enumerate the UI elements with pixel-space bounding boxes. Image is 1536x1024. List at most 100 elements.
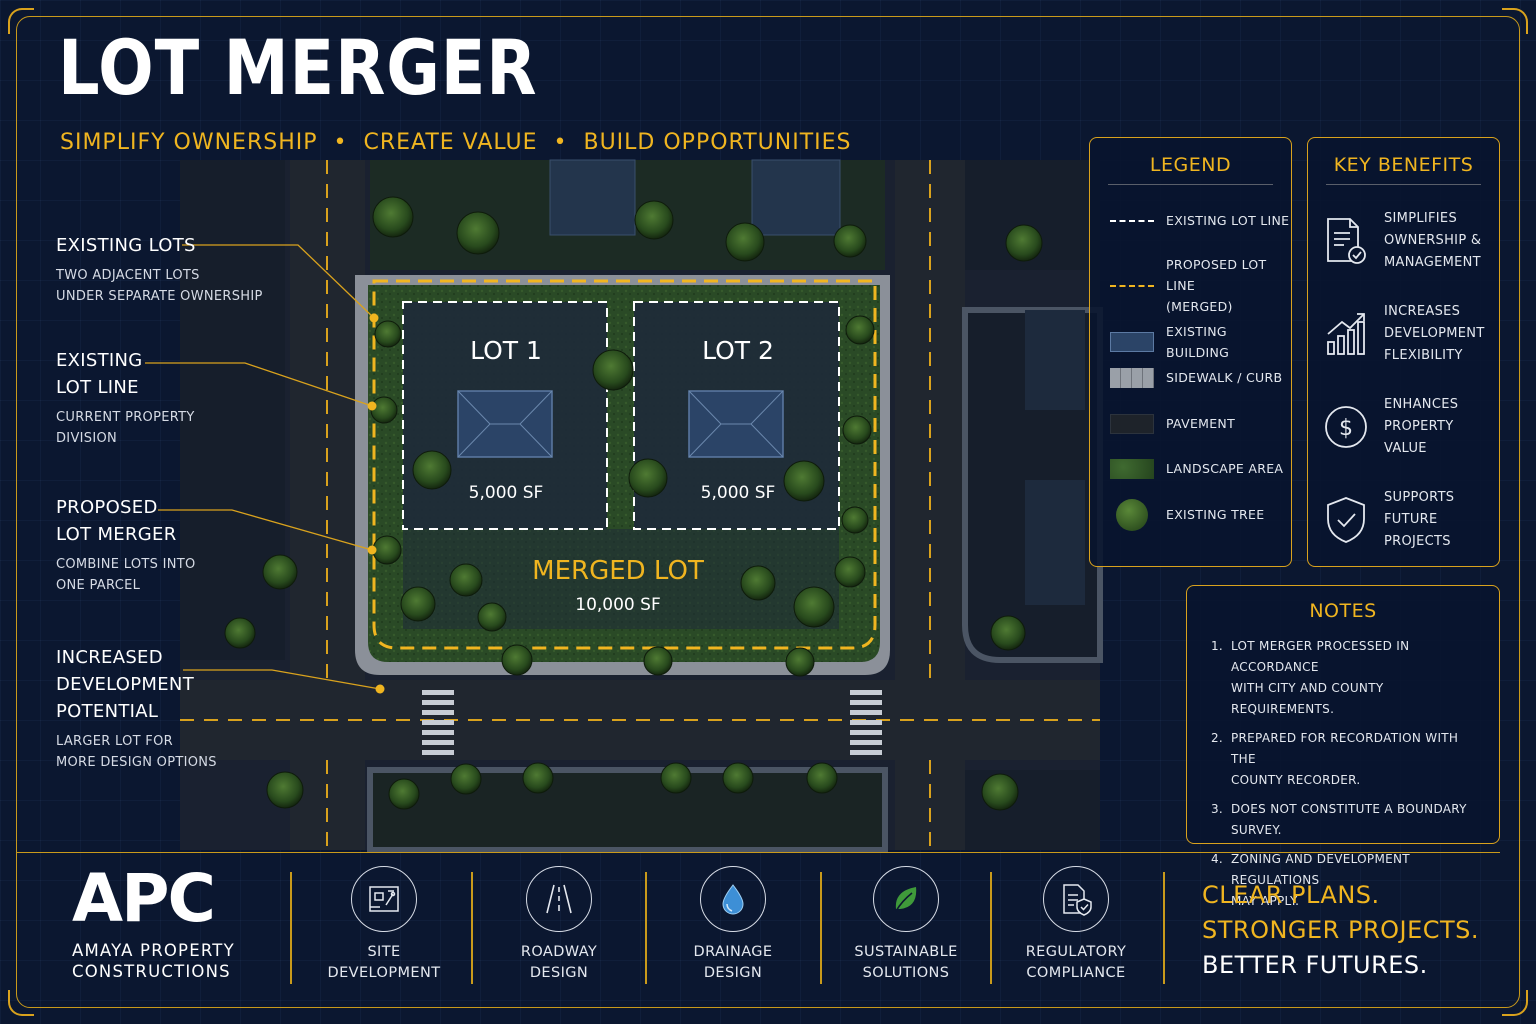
sidewalk-swatch bbox=[1110, 367, 1154, 388]
note-text-line: LOT MERGER PROCESSED IN ACCORDANCE bbox=[1231, 639, 1410, 674]
service-label-line: DRAINAGE bbox=[693, 944, 773, 960]
note-text-line: ZONING AND DEVELOPMENT REGULATIONS bbox=[1231, 852, 1410, 887]
tree-icon bbox=[1110, 498, 1154, 531]
shield-check-icon bbox=[1327, 497, 1365, 543]
legend-label: EXISTING TREE bbox=[1166, 507, 1265, 522]
callout-title: EXISTING LOT LINE bbox=[56, 347, 195, 401]
water-drop-icon bbox=[700, 866, 766, 932]
callout-description: TWO ADJACENT LOTS UNDER SEPARATE OWNERSH… bbox=[56, 265, 263, 307]
service-label: DRAINAGE DESIGN bbox=[658, 942, 808, 984]
logo-name-line: AMAYA PROPERTY bbox=[72, 941, 235, 960]
benefit-item: $ ENHANCES PROPERTY VALUE bbox=[1324, 394, 1458, 460]
legend-item-landscape: LANDSCAPE AREA bbox=[1110, 458, 1283, 479]
benefit-label-line: DEVELOPMENT bbox=[1384, 326, 1485, 341]
road-icon bbox=[526, 866, 592, 932]
callout-description: COMBINE LOTS INTO ONE PARCEL bbox=[56, 554, 196, 596]
legend-item-existing-building: EXISTING BUILDING bbox=[1110, 321, 1291, 363]
benefit-label-line: FLEXIBILITY bbox=[1384, 348, 1463, 363]
callout-description: CURRENT PROPERTY DIVISION bbox=[56, 407, 195, 449]
notes-panel: NOTES 1. LOT MERGER PROCESSED IN ACCORDA… bbox=[1186, 585, 1500, 908]
callout-description-line: CURRENT PROPERTY bbox=[56, 410, 195, 425]
note-text-line: COUNTY RECORDER. bbox=[1231, 773, 1361, 787]
note-number: 3. bbox=[1211, 802, 1224, 816]
callout-title: INCREASED DEVELOPMENT POTENTIAL bbox=[56, 644, 217, 725]
landscape-swatch bbox=[1110, 458, 1154, 479]
benefit-label-line: SIMPLIFIES bbox=[1384, 211, 1457, 226]
callout-title-line: INCREASED bbox=[56, 647, 163, 668]
legend-item-existing-lot-line: EXISTING LOT LINE bbox=[1110, 210, 1289, 231]
merged-lot-line bbox=[372, 279, 877, 650]
legend-label: SIDEWALK / CURB bbox=[1166, 370, 1283, 385]
company-logo: APC AMAYA PROPERTY CONSTRUCTIONS bbox=[72, 866, 235, 982]
legend-label: PAVEMENT bbox=[1166, 416, 1236, 431]
service-label-line: DESIGN bbox=[703, 965, 763, 981]
service-label-line: REGULATORY bbox=[1025, 944, 1127, 960]
service-label: ROADWAY DESIGN bbox=[484, 942, 634, 984]
service-label-line: DEVELOPMENT bbox=[327, 965, 441, 981]
legend-label: EXISTING BUILDING bbox=[1166, 324, 1230, 360]
callout-title: PROPOSED LOT MERGER bbox=[56, 494, 196, 548]
merged-lot-label: MERGED LOT bbox=[532, 556, 704, 586]
footer-divider bbox=[471, 872, 473, 984]
note-text: LOT MERGER PROCESSED IN ACCORDANCE WITH C… bbox=[1231, 636, 1481, 720]
note-number: 4. bbox=[1211, 852, 1224, 866]
note-text-line: SURVEY. bbox=[1231, 823, 1282, 837]
callout-title-line: DEVELOPMENT bbox=[56, 674, 194, 695]
note-text-line: WITH CITY AND COUNTY REQUIREMENTS. bbox=[1231, 681, 1384, 716]
dollar-icon: $ bbox=[1325, 406, 1367, 448]
frame-corner bbox=[1502, 990, 1528, 1016]
legend-label: LANDSCAPE AREA bbox=[1166, 461, 1284, 476]
note-number: 2. bbox=[1211, 731, 1224, 745]
callout-dots bbox=[367, 313, 385, 694]
legend-label: EXISTING LOT LINE bbox=[1166, 213, 1290, 228]
note-text: ZONING AND DEVELOPMENT REGULATIONS MAY AP… bbox=[1231, 849, 1481, 912]
benefit-label: INCREASES DEVELOPMENT FLEXIBILITY bbox=[1384, 301, 1485, 367]
divider bbox=[1326, 184, 1481, 185]
service-roadway-design: ROADWAY DESIGN bbox=[484, 866, 634, 984]
key-benefits-panel: KEY BENEFITS SIMPLIFIES OWNERSHIP & MANA… bbox=[1307, 137, 1500, 567]
note-text-line: DOES NOT CONSTITUTE A BOUNDARY bbox=[1231, 802, 1467, 816]
pavement-swatch bbox=[1110, 413, 1154, 434]
tagline-line: STRONGER PROJECTS. bbox=[1202, 916, 1480, 944]
merged-lot-area-label: 10,000 SF bbox=[575, 595, 660, 615]
benefit-label-line: INCREASES bbox=[1384, 304, 1461, 319]
lot1-label: LOT 1 bbox=[470, 336, 542, 365]
tagline-line: CLEAR PLANS. bbox=[1202, 881, 1380, 909]
leaf-icon bbox=[873, 866, 939, 932]
service-label: REGULATORY COMPLIANCE bbox=[1001, 942, 1151, 984]
compliance-document-icon bbox=[1043, 866, 1109, 932]
legend-label-line: PROPOSED LOT LINE bbox=[1166, 257, 1267, 293]
callout-description-line: TWO ADJACENT LOTS bbox=[56, 268, 200, 283]
callout-proposed-lot-merger: PROPOSED LOT MERGER COMBINE LOTS INTO ON… bbox=[56, 494, 196, 596]
frame-corner bbox=[1502, 8, 1528, 34]
existing-building-swatch bbox=[1110, 332, 1154, 352]
footer-divider bbox=[645, 872, 647, 984]
callout-title: EXISTING LOTS bbox=[56, 235, 196, 256]
footer-divider bbox=[16, 852, 1500, 853]
service-label-line: SUSTAINABLE bbox=[854, 944, 958, 960]
divider bbox=[1108, 184, 1273, 185]
footer-divider bbox=[820, 872, 822, 984]
page-title: LOT MERGER bbox=[58, 23, 538, 112]
service-regulatory-compliance: REGULATORY COMPLIANCE bbox=[1001, 866, 1151, 984]
service-label-line: SOLUTIONS bbox=[862, 965, 950, 981]
tagline-line: BETTER FUTURES. bbox=[1202, 951, 1428, 979]
benefit-label: SUPPORTS FUTURE PROJECTS bbox=[1384, 487, 1454, 553]
existing-trees bbox=[224, 196, 1043, 811]
notes-title: NOTES bbox=[1309, 600, 1377, 622]
lot1-area-label: 5,000 SF bbox=[469, 483, 544, 503]
callout-existing-lot-line: EXISTING LOT LINE CURRENT PROPERTY DIVIS… bbox=[56, 347, 195, 449]
logo-name-line: CONSTRUCTIONS bbox=[72, 962, 231, 981]
benefit-label-line: FUTURE bbox=[1384, 512, 1438, 527]
note-text-line: MAY APPLY. bbox=[1231, 894, 1300, 908]
callout-description-line: LARGER LOT FOR bbox=[56, 734, 173, 749]
benefit-item: INCREASES DEVELOPMENT FLEXIBILITY bbox=[1324, 301, 1485, 367]
service-label-line: SITE bbox=[367, 944, 401, 960]
callout-leaders bbox=[145, 244, 381, 690]
lot2-label: LOT 2 bbox=[702, 336, 774, 365]
service-label-line: COMPLIANCE bbox=[1026, 965, 1126, 981]
